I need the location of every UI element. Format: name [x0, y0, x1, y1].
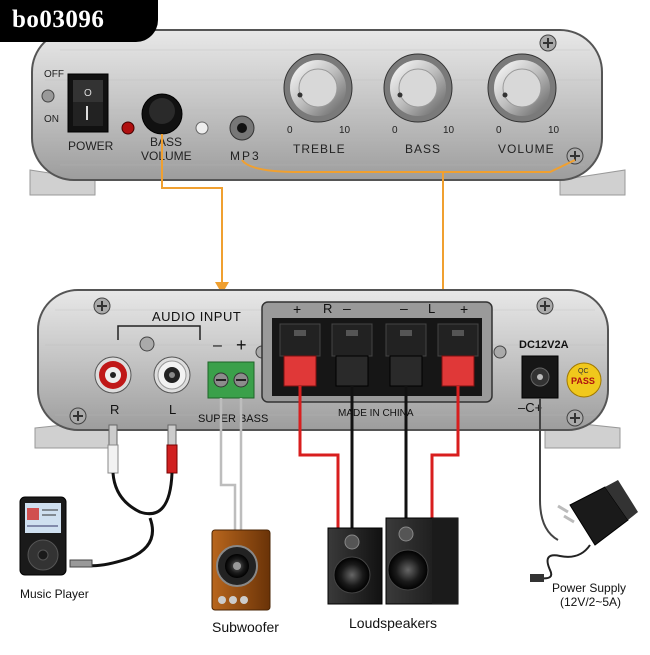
svg-text:O: O — [84, 88, 92, 99]
subwoofer-plus-label: + — [236, 335, 247, 355]
dc-input-label: DC12V2A — [519, 339, 569, 351]
subwoofer-wires — [219, 398, 243, 530]
music-player-image — [19, 496, 67, 576]
power-led — [121, 121, 135, 135]
rca-input-right[interactable] — [94, 356, 132, 394]
power-supply-spec: (12V/2~5A) — [560, 595, 621, 609]
dc-cable — [539, 398, 559, 541]
subwoofer-image — [211, 529, 271, 611]
speaker-right-label: R — [323, 301, 332, 316]
arrow-head-audio-input — [215, 282, 229, 294]
mp3-label: MP3 — [230, 149, 261, 163]
treble-label: TREBLE — [293, 142, 346, 156]
indicator-light — [195, 121, 209, 135]
switch-on-label: ON — [44, 114, 59, 125]
speaker-terminal-left-minus[interactable] — [385, 323, 427, 387]
speaker-left-label: L — [428, 301, 435, 316]
speaker-right-minus-label: – — [343, 300, 351, 316]
volume-min-label: 0 — [496, 125, 502, 136]
speaker-terminal-left-plus[interactable] — [437, 323, 479, 387]
watermark-badge: bo03096 — [0, 0, 158, 42]
volume-knob[interactable] — [487, 53, 557, 123]
bass-label: BASS — [405, 142, 441, 156]
speaker-wires — [298, 386, 460, 530]
subwoofer-minus-label: – — [213, 337, 222, 354]
made-in-china-label: MADE IN CHINA — [338, 408, 414, 419]
speaker-left-plus-label: + — [460, 301, 468, 317]
treble-knob[interactable] — [283, 53, 353, 123]
treble-max-label: 10 — [339, 125, 351, 136]
pass-sticker-text: PASS — [571, 376, 595, 386]
volume-max-label: 10 — [548, 125, 560, 136]
rca-left-label: L — [169, 402, 176, 417]
bass-knob[interactable] — [383, 53, 453, 123]
super-bass-label: SUPER BASS — [198, 413, 268, 425]
rca-right-label: R — [110, 402, 119, 417]
pass-sticker-qc: QC — [578, 368, 589, 375]
speaker-terminal-right-plus[interactable] — [279, 323, 321, 387]
power-label: POWER — [68, 139, 114, 153]
volume-label: VOLUME — [498, 142, 555, 156]
switch-off-label: OFF — [44, 69, 64, 80]
speaker-left-minus-label: – — [400, 300, 408, 316]
audio-input-label: AUDIO INPUT — [152, 309, 241, 324]
subwoofer-label: Subwoofer — [212, 619, 279, 635]
loudspeaker-right-image — [327, 527, 383, 605]
speaker-right-plus-label: + — [293, 301, 301, 317]
bass-max-label: 10 — [443, 125, 455, 136]
bass-min-label: 0 — [392, 125, 398, 136]
watermark-text: bo03096 — [12, 6, 105, 33]
dc-power-jack[interactable] — [521, 355, 559, 399]
power-switch[interactable]: O — [67, 73, 109, 133]
connection-arrows — [161, 134, 576, 298]
music-player-label: Music Player — [20, 587, 89, 601]
subwoofer-terminal[interactable] — [207, 361, 255, 399]
pass-sticker: PASS QC — [566, 362, 602, 398]
bass-volume-label-2: VOLUME — [141, 149, 192, 163]
rca-input-left[interactable] — [153, 356, 191, 394]
power-supply-label: Power Supply — [552, 581, 626, 595]
power-adapter-image — [530, 480, 638, 582]
loudspeaker-left-image — [385, 517, 459, 605]
bass-volume-label-1: BASS — [150, 135, 182, 149]
loudspeakers-label: Loudspeakers — [349, 615, 437, 631]
rca-cable — [69, 424, 178, 568]
speaker-terminal-right-minus[interactable] — [331, 323, 373, 387]
bass-volume-knob[interactable] — [141, 93, 183, 135]
dc-polarity-label: –C+ — [518, 400, 542, 415]
treble-min-label: 0 — [287, 125, 293, 136]
mp3-jack[interactable] — [229, 115, 255, 141]
